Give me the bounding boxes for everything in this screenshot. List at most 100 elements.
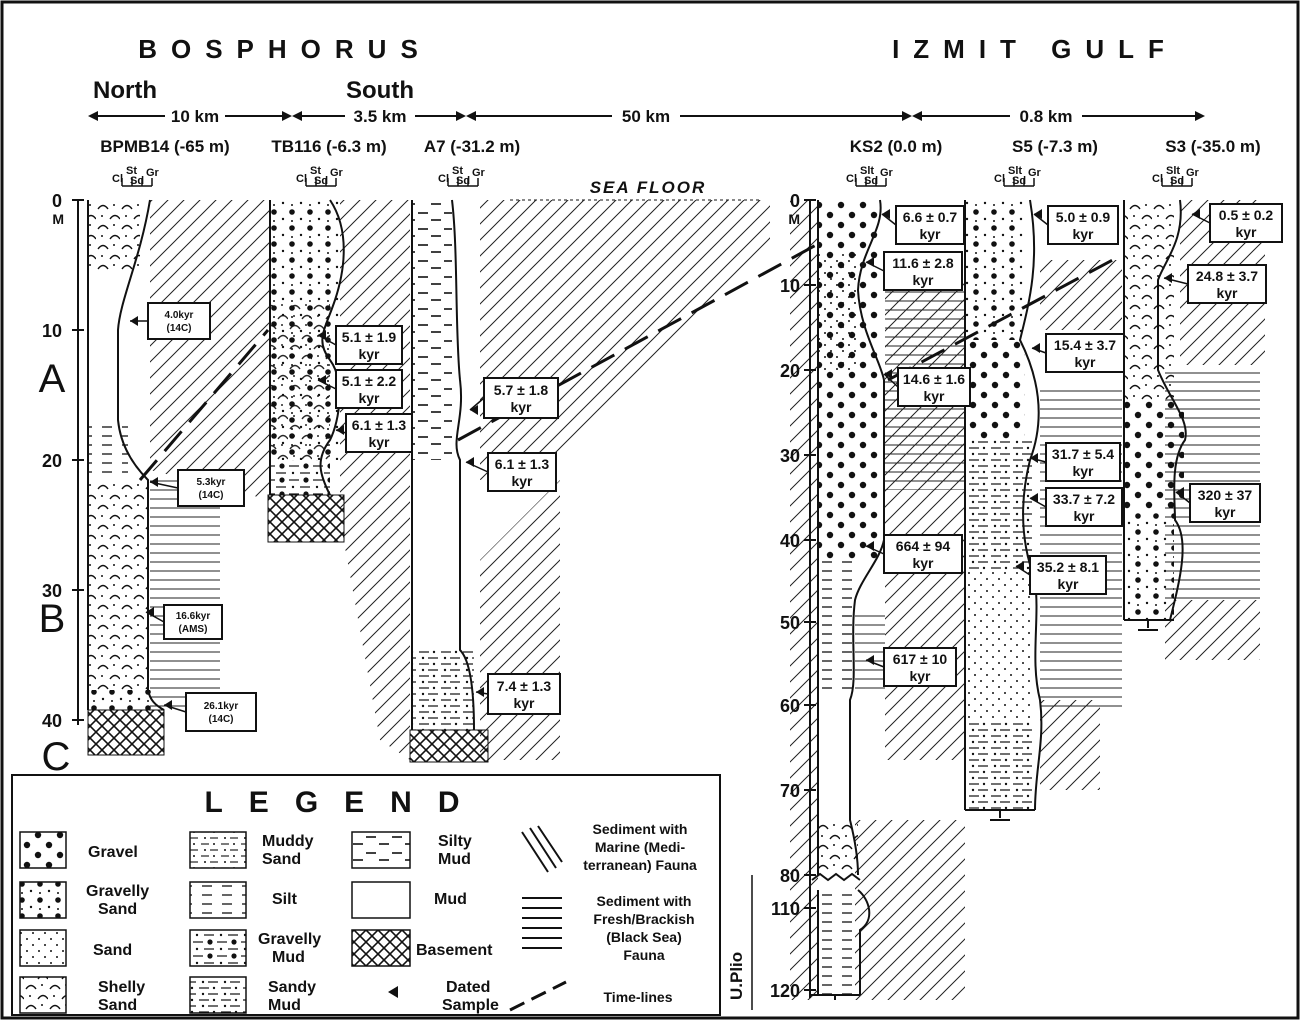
age-unit: kyr	[1057, 576, 1079, 592]
svg-text:0: 0	[790, 191, 800, 211]
legend-swatch-muddy-sand	[190, 832, 246, 868]
age-value: 664 ± 94	[896, 538, 951, 554]
core-ks2-label: KS2 (0.0 m)	[850, 137, 943, 156]
svg-text:Dated: Dated	[446, 979, 490, 996]
svg-text:60: 60	[780, 696, 800, 716]
age-unit: kyr	[1072, 463, 1094, 479]
age-unit: kyr	[1235, 224, 1257, 240]
age-unit: kyr	[912, 272, 934, 288]
depth-tick: 0	[52, 191, 62, 211]
legend-swatch-gravel	[20, 832, 66, 868]
depth-tick: 20	[42, 451, 62, 471]
age-value: 33.7 ± 7.2	[1053, 491, 1115, 507]
svg-text:Gr: Gr	[330, 167, 344, 179]
svg-text:Gravelly: Gravelly	[86, 883, 149, 900]
title-izmit-gulf: IZMIT GULF	[892, 34, 1178, 64]
svg-text:(Black Sea): (Black Sea)	[606, 929, 681, 945]
unit-c-label: C	[42, 735, 71, 779]
age-value: 617 ± 10	[893, 651, 948, 667]
svg-text:Silty: Silty	[438, 833, 472, 850]
distance-10km: 10 km	[171, 107, 219, 126]
depth-tick: 10	[42, 321, 62, 341]
age-value: 35.2 ± 8.1	[1037, 559, 1099, 575]
distance-0-8km: 0.8 km	[1020, 107, 1073, 126]
age-value: 4.0kyr	[165, 310, 194, 321]
region-south: South	[346, 77, 414, 104]
age-unit: kyr	[909, 668, 931, 684]
svg-text:Mud: Mud	[434, 891, 467, 908]
age-value: 0.5 ± 0.2	[1219, 207, 1274, 223]
svg-text:Sand: Sand	[98, 901, 137, 918]
core-s5	[965, 200, 1041, 820]
legend-gravel: Gravel	[88, 844, 138, 861]
legend-title: LEGEND	[204, 786, 485, 819]
age-value: 5.3kyr	[197, 477, 226, 488]
dated-sample-marker	[1032, 343, 1040, 353]
age-unit: kyr	[1073, 508, 1095, 524]
svg-text:Sediment with: Sediment with	[597, 893, 692, 909]
svg-text:Sand: Sand	[93, 942, 132, 959]
age-box-s55: 35.2 ± 8.1kyr	[1016, 556, 1106, 594]
svg-text:70: 70	[780, 781, 800, 801]
core-a7	[410, 200, 488, 762]
age-unit: kyr	[1074, 354, 1096, 370]
age-value: 5.1 ± 1.9	[342, 329, 397, 345]
legend-swatch-silt	[190, 882, 246, 918]
age-box-a73: 7.4 ± 1.3kyr	[476, 674, 560, 714]
svg-text:Gr: Gr	[880, 167, 894, 179]
svg-text:120: 120	[770, 981, 800, 1001]
age-value: 5.1 ± 2.2	[342, 373, 397, 389]
svg-text:Sandy: Sandy	[268, 979, 316, 996]
svg-text:110: 110	[771, 899, 800, 919]
age-value: 15.4 ± 3.7	[1054, 337, 1116, 353]
legend-swatch-shelly-sand	[20, 977, 66, 1013]
unit-a-label: A	[39, 357, 66, 401]
age-unit: kyr	[912, 555, 934, 571]
age-value: 6.6 ± 0.7	[903, 209, 958, 225]
svg-text:10: 10	[780, 276, 800, 296]
age-unit: kyr	[513, 695, 535, 711]
age-unit: kyr	[1214, 504, 1236, 520]
age-unit: (14C)	[208, 714, 233, 725]
age-value: 6.1 ± 1.3	[352, 417, 407, 433]
svg-text:40: 40	[780, 531, 800, 551]
age-unit: kyr	[358, 390, 380, 406]
svg-text:Basement: Basement	[416, 942, 493, 959]
age-value: 11.6 ± 2.8	[892, 255, 954, 271]
core-tb116-label: TB116 (-6.3 m)	[271, 137, 386, 156]
age-value: 7.4 ± 1.3	[497, 678, 552, 694]
bosphorus-brackish-zone	[150, 480, 220, 710]
depth-unit: M	[52, 211, 64, 227]
distance-50km: 50 km	[622, 107, 670, 126]
age-unit: (14C)	[198, 490, 223, 501]
svg-text:Sand: Sand	[98, 997, 137, 1014]
svg-text:50: 50	[780, 613, 800, 633]
legend-swatch-mud	[352, 882, 410, 918]
age-unit: kyr	[923, 388, 945, 404]
age-value: 16.6kyr	[176, 611, 211, 622]
age-value: 320 ± 37	[1198, 487, 1253, 503]
core-s3-label: S3 (-35.0 m)	[1165, 137, 1260, 156]
age-unit: (AMS)	[179, 624, 208, 635]
distance-3-5km: 3.5 km	[354, 107, 407, 126]
age-unit: kyr	[358, 346, 380, 362]
svg-text:Shelly: Shelly	[98, 979, 145, 996]
sea-floor-label: SEA FLOOR	[590, 178, 707, 197]
legend-swatch-silty-mud	[352, 832, 410, 868]
region-north: North	[93, 77, 157, 104]
core-s5-label: S5 (-7.3 m)	[1012, 137, 1098, 156]
legend-swatch-gravelly-sand	[20, 882, 66, 918]
svg-text:Fresh/Brackish: Fresh/Brackish	[593, 911, 694, 927]
legend-swatch-sandy-mud	[190, 977, 246, 1013]
core-bpmb14-label: BPMB14 (-65 m)	[100, 137, 229, 156]
unit-b-label: B	[39, 597, 66, 641]
age-box-s52: 15.4 ± 3.7kyr	[1032, 334, 1124, 372]
core-a7-label: A7 (-31.2 m)	[424, 137, 520, 156]
age-value: 24.8 ± 3.7	[1196, 268, 1258, 284]
age-value: 14.6 ± 1.6	[903, 371, 965, 387]
svg-text:terranean) Fauna: terranean) Fauna	[583, 857, 697, 873]
svg-text:30: 30	[780, 446, 800, 466]
age-unit: kyr	[919, 226, 941, 242]
